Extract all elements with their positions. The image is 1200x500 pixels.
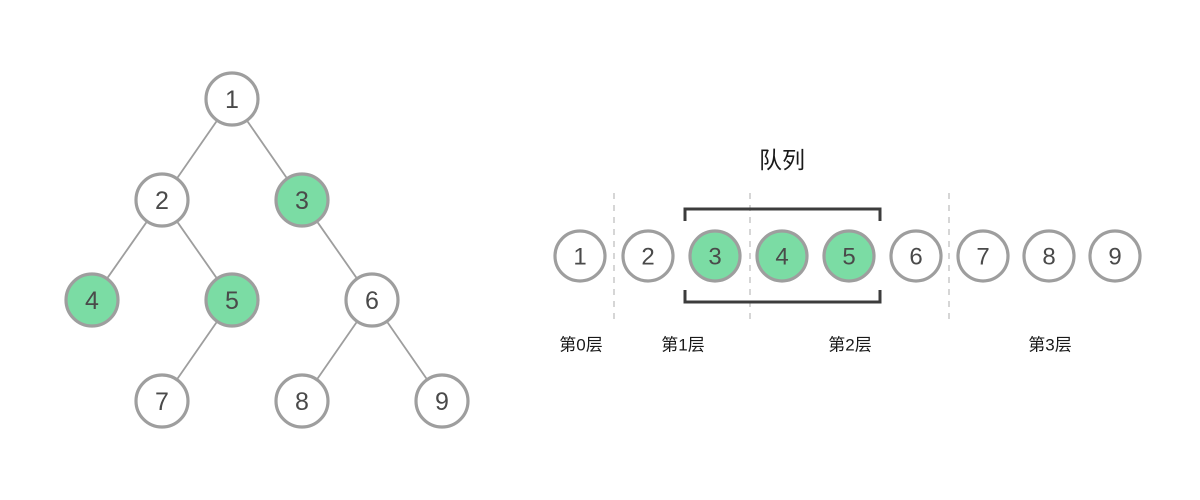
tree-node-circle-highlighted — [64, 272, 120, 328]
queue-node-label: 6 — [909, 244, 922, 271]
tree-node[interactable]: 2 — [134, 172, 190, 228]
tree-node-circle-highlighted — [274, 172, 330, 228]
tree-node[interactable]: 6 — [344, 272, 400, 328]
queue-bracket-bottom — [683, 290, 882, 304]
tree-node-circle — [274, 373, 330, 429]
queue-node-label: 9 — [1108, 244, 1121, 271]
tree-node-circle — [344, 272, 400, 328]
tree-node-circle — [134, 172, 190, 228]
queue-node-label: 5 — [842, 244, 855, 271]
queue-node-label: 3 — [708, 244, 721, 271]
tree-node-label: 4 — [85, 287, 99, 315]
queue-node[interactable]: 6 — [889, 229, 943, 283]
tree-edge — [106, 220, 148, 280]
queue-node[interactable]: 5 — [822, 229, 876, 283]
tree-edge — [245, 119, 289, 180]
tree-node-circle — [204, 71, 260, 127]
queue-layer-label: 第2层 — [828, 336, 871, 355]
queue-node-label: 2 — [641, 244, 654, 271]
tree-edge — [175, 320, 219, 381]
tree-node-label: 7 — [155, 388, 169, 416]
queue-node-circle — [1022, 229, 1076, 283]
tree-node-label: 6 — [365, 287, 379, 315]
queue-node-circle-highlighted — [822, 229, 876, 283]
tree-node[interactable]: 3 — [274, 172, 330, 228]
tree-node-label: 1 — [225, 86, 239, 114]
tree-node-label: 9 — [435, 388, 449, 416]
tree-edge — [315, 320, 359, 381]
queue-nodes-group: 1 2 3 4 5 6 7 8 9 — [553, 229, 1142, 283]
queue-node-circle — [553, 229, 607, 283]
queue-node[interactable]: 4 — [755, 229, 809, 283]
queue-title-group: 队列 — [759, 147, 805, 173]
tree-edge — [316, 220, 358, 280]
queue-node-label: 1 — [573, 244, 586, 271]
tree-node-label: 2 — [155, 187, 169, 215]
tree-node-circle — [134, 373, 190, 429]
queue-node[interactable]: 3 — [688, 229, 742, 283]
queue-node-label: 7 — [976, 244, 989, 271]
tree-node[interactable]: 7 — [134, 373, 190, 429]
tree-edges-group — [106, 119, 429, 381]
tree-edge — [175, 119, 219, 180]
queue-node[interactable]: 1 — [553, 229, 607, 283]
queue-node-circle — [1088, 229, 1142, 283]
queue-node-circle-highlighted — [755, 229, 809, 283]
tree-node-label: 5 — [225, 287, 239, 315]
tree-nodes-group: 1 2 3 4 5 6 7 8 9 — [64, 71, 470, 429]
queue-node-circle — [956, 229, 1010, 283]
queue-node-circle — [621, 229, 675, 283]
queue-layer-label: 第3层 — [1028, 336, 1071, 355]
queue-node[interactable]: 2 — [621, 229, 675, 283]
tree-node-label: 3 — [295, 187, 309, 215]
tree-edge — [385, 320, 429, 381]
tree-node[interactable]: 4 — [64, 272, 120, 328]
queue-title: 队列 — [759, 147, 805, 173]
queue-node-label: 4 — [775, 244, 788, 271]
queue-bracket-group — [683, 207, 882, 304]
queue-node[interactable]: 8 — [1022, 229, 1076, 283]
queue-layer-labels-group: 第0层 第1层 第2层 第3层 — [559, 336, 1071, 355]
queue-layer-label: 第1层 — [661, 336, 704, 355]
queue-bracket-top — [683, 207, 882, 221]
queue-layer-label: 第0层 — [559, 336, 602, 355]
queue-node-label: 8 — [1042, 244, 1055, 271]
tree-edge — [176, 220, 218, 280]
tree-node-circle — [414, 373, 470, 429]
queue-node[interactable]: 9 — [1088, 229, 1142, 283]
tree-node-label: 8 — [295, 388, 309, 416]
tree-node[interactable]: 8 — [274, 373, 330, 429]
queue-node[interactable]: 7 — [956, 229, 1010, 283]
tree-node-circle-highlighted — [204, 272, 260, 328]
queue-node-circle — [889, 229, 943, 283]
queue-node-circle-highlighted — [688, 229, 742, 283]
tree-node[interactable]: 9 — [414, 373, 470, 429]
queue-level-dividers-group — [613, 193, 950, 322]
tree-node[interactable]: 1 — [204, 71, 260, 127]
tree-node[interactable]: 5 — [204, 272, 260, 328]
